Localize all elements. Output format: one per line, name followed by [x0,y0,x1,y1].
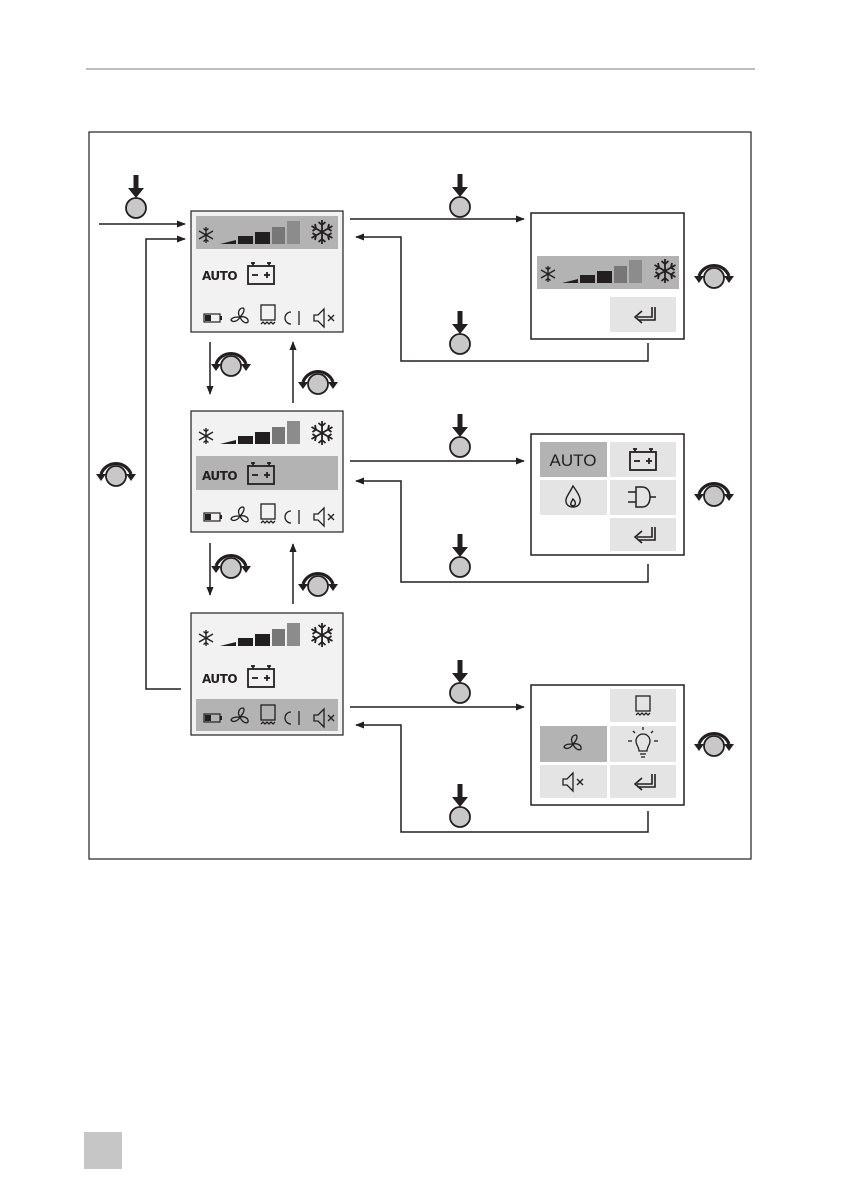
return-cell [610,765,676,798]
auto-label: AUTO [202,269,237,283]
rotate-icon [298,574,338,596]
press-icon [450,311,470,354]
auto-label: AUTO [202,469,237,483]
auto-label: AUTO [202,672,237,686]
press-icon [450,660,470,703]
main-display-settings-selected: AUTO [191,613,343,735]
press-icon [450,784,470,827]
rotate-icon [96,464,136,486]
rotate-icon [211,556,251,578]
display-cell [610,689,676,722]
press-icon [450,174,470,217]
settings-submenu [531,685,684,805]
rotate-icon [694,734,734,756]
mains-cell [610,480,676,515]
loop-back-arrow [146,239,185,689]
battery-cell [610,442,676,477]
main-display-cooling-level-selected: AUTO [191,211,343,332]
auto-option-label: AUTO [550,451,597,470]
rotate-icon [211,354,251,376]
main-display-power-source-selected: AUTO [191,411,343,532]
return-cell [610,297,676,332]
press-icon [450,414,470,457]
page-number-tab [84,1132,122,1169]
cooling-level-submenu [531,213,684,339]
press-icon [126,175,146,218]
rotate-icon [694,484,734,506]
rotate-icon [694,266,734,288]
gas-cell [540,480,607,515]
power-source-submenu: AUTO [531,434,684,555]
return-cell [610,518,676,551]
press-icon [450,534,470,577]
rotate-icon [298,372,338,394]
